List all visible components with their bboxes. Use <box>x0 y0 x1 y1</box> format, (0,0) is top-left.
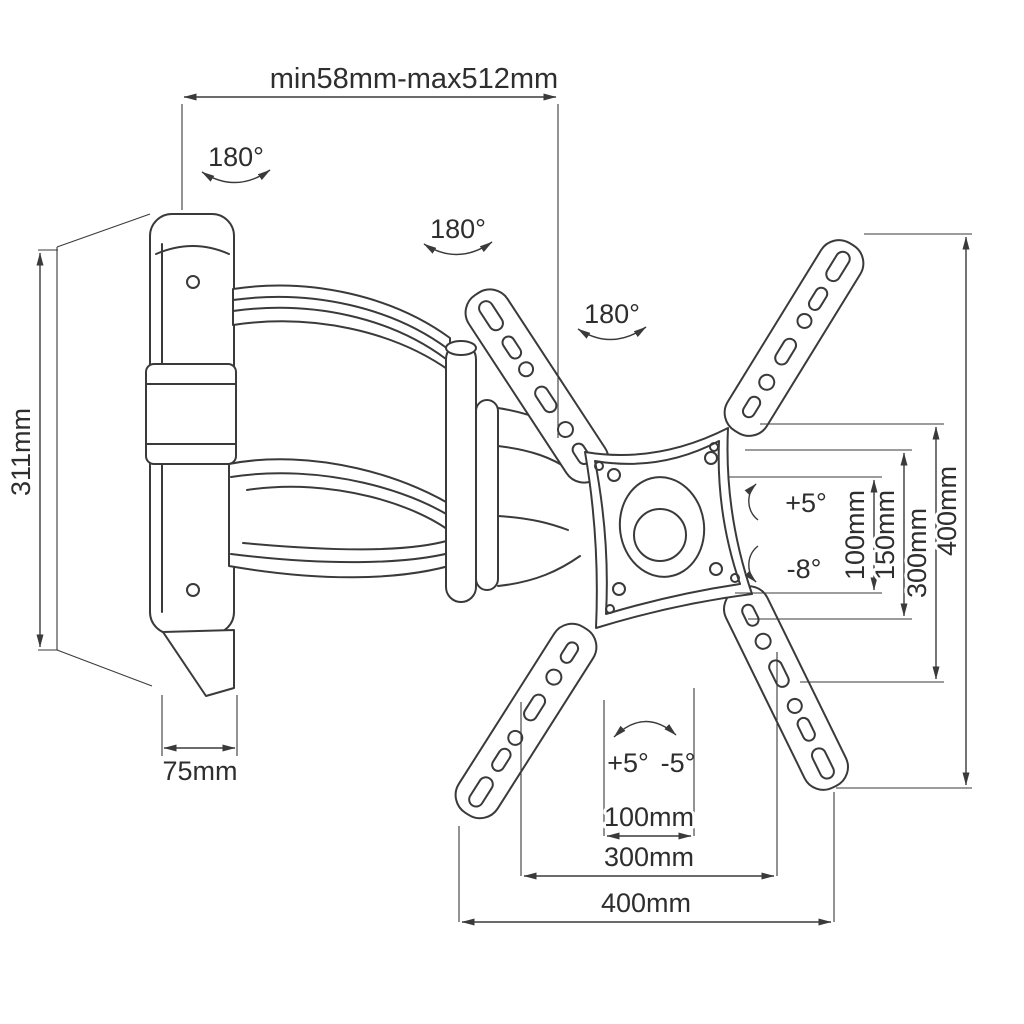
rotation-head-label: 180° <box>584 299 640 329</box>
arm-upper-link <box>232 284 451 372</box>
dimension-arm-range: min58mm-max512mm <box>181 60 561 438</box>
arm-lower-link <box>228 458 472 579</box>
swivel-annotation: +5° -5° <box>604 720 698 781</box>
mount-hole <box>607 468 621 482</box>
dimension-plate-depth: 75mm <box>159 695 241 789</box>
swivel-neg-label: -5° <box>661 748 696 778</box>
vesa-arm-lower-left <box>446 614 606 828</box>
wall-plate-foot <box>162 629 235 697</box>
dimension-plate-height: 311mm <box>3 249 58 651</box>
screw-hole <box>186 583 200 597</box>
dim-label-vesa-v-150: 150mm <box>870 490 900 580</box>
swivel-pos-label: +5° <box>607 748 649 778</box>
rotation-wall-label: 180° <box>208 142 264 172</box>
center-opening <box>618 476 706 578</box>
center-boss <box>633 508 687 562</box>
dim-label-vesa-h-300: 300mm <box>604 842 694 872</box>
dim-label-plate-depth: 75mm <box>162 756 237 786</box>
dim-label-vesa-h-100: 100mm <box>604 802 694 832</box>
rotation-arrow-icon <box>577 326 647 341</box>
rotation-arrow-icon <box>201 169 271 184</box>
dim-label-plate-height: 311mm <box>6 408 36 496</box>
dim-label-vesa-v-300: 300mm <box>902 508 932 598</box>
tilt-down-arrow-icon <box>744 545 759 583</box>
dim-label-vesa-v-100: 100mm <box>840 490 870 580</box>
vesa-arm-lower-right <box>715 578 857 798</box>
mount-hole <box>704 451 718 465</box>
tilt-annotation: +5° -8° <box>744 483 830 587</box>
articulating-arm <box>228 284 581 603</box>
tilt-up-arrow-icon <box>744 483 759 521</box>
rotation-arrow-icon <box>423 241 493 256</box>
dimension-vesa-vertical: 100mm 150mm 300mm 400mm <box>728 233 972 789</box>
arm-bracket <box>145 363 237 465</box>
wall-plate <box>145 213 237 697</box>
tilt-down-label: -8° <box>787 554 822 584</box>
dim-label-arm-range: min58mm-max512mm <box>270 63 558 95</box>
rotation-mid-label: 180° <box>430 214 486 244</box>
dim-label-vesa-h-400: 400mm <box>601 888 691 918</box>
swivel-arrow-icon <box>613 720 677 738</box>
vesa-plate <box>584 427 753 629</box>
screw-hole <box>186 275 200 289</box>
pivot-column <box>445 340 499 603</box>
rotation-head: 180° <box>577 296 647 341</box>
dimension-vesa-horizontal: 100mm 300mm 400mm <box>458 652 835 926</box>
vesa-arm-upper-right <box>715 231 873 445</box>
dim-label-vesa-v-400: 400mm <box>932 466 962 556</box>
mount-hole <box>709 562 723 576</box>
rotation-wall: 180° <box>201 139 271 184</box>
tilt-up-label: +5° <box>785 488 827 518</box>
mount-hole <box>612 582 626 596</box>
wall-surface <box>56 213 153 687</box>
rotation-mid: 180° <box>423 211 493 256</box>
